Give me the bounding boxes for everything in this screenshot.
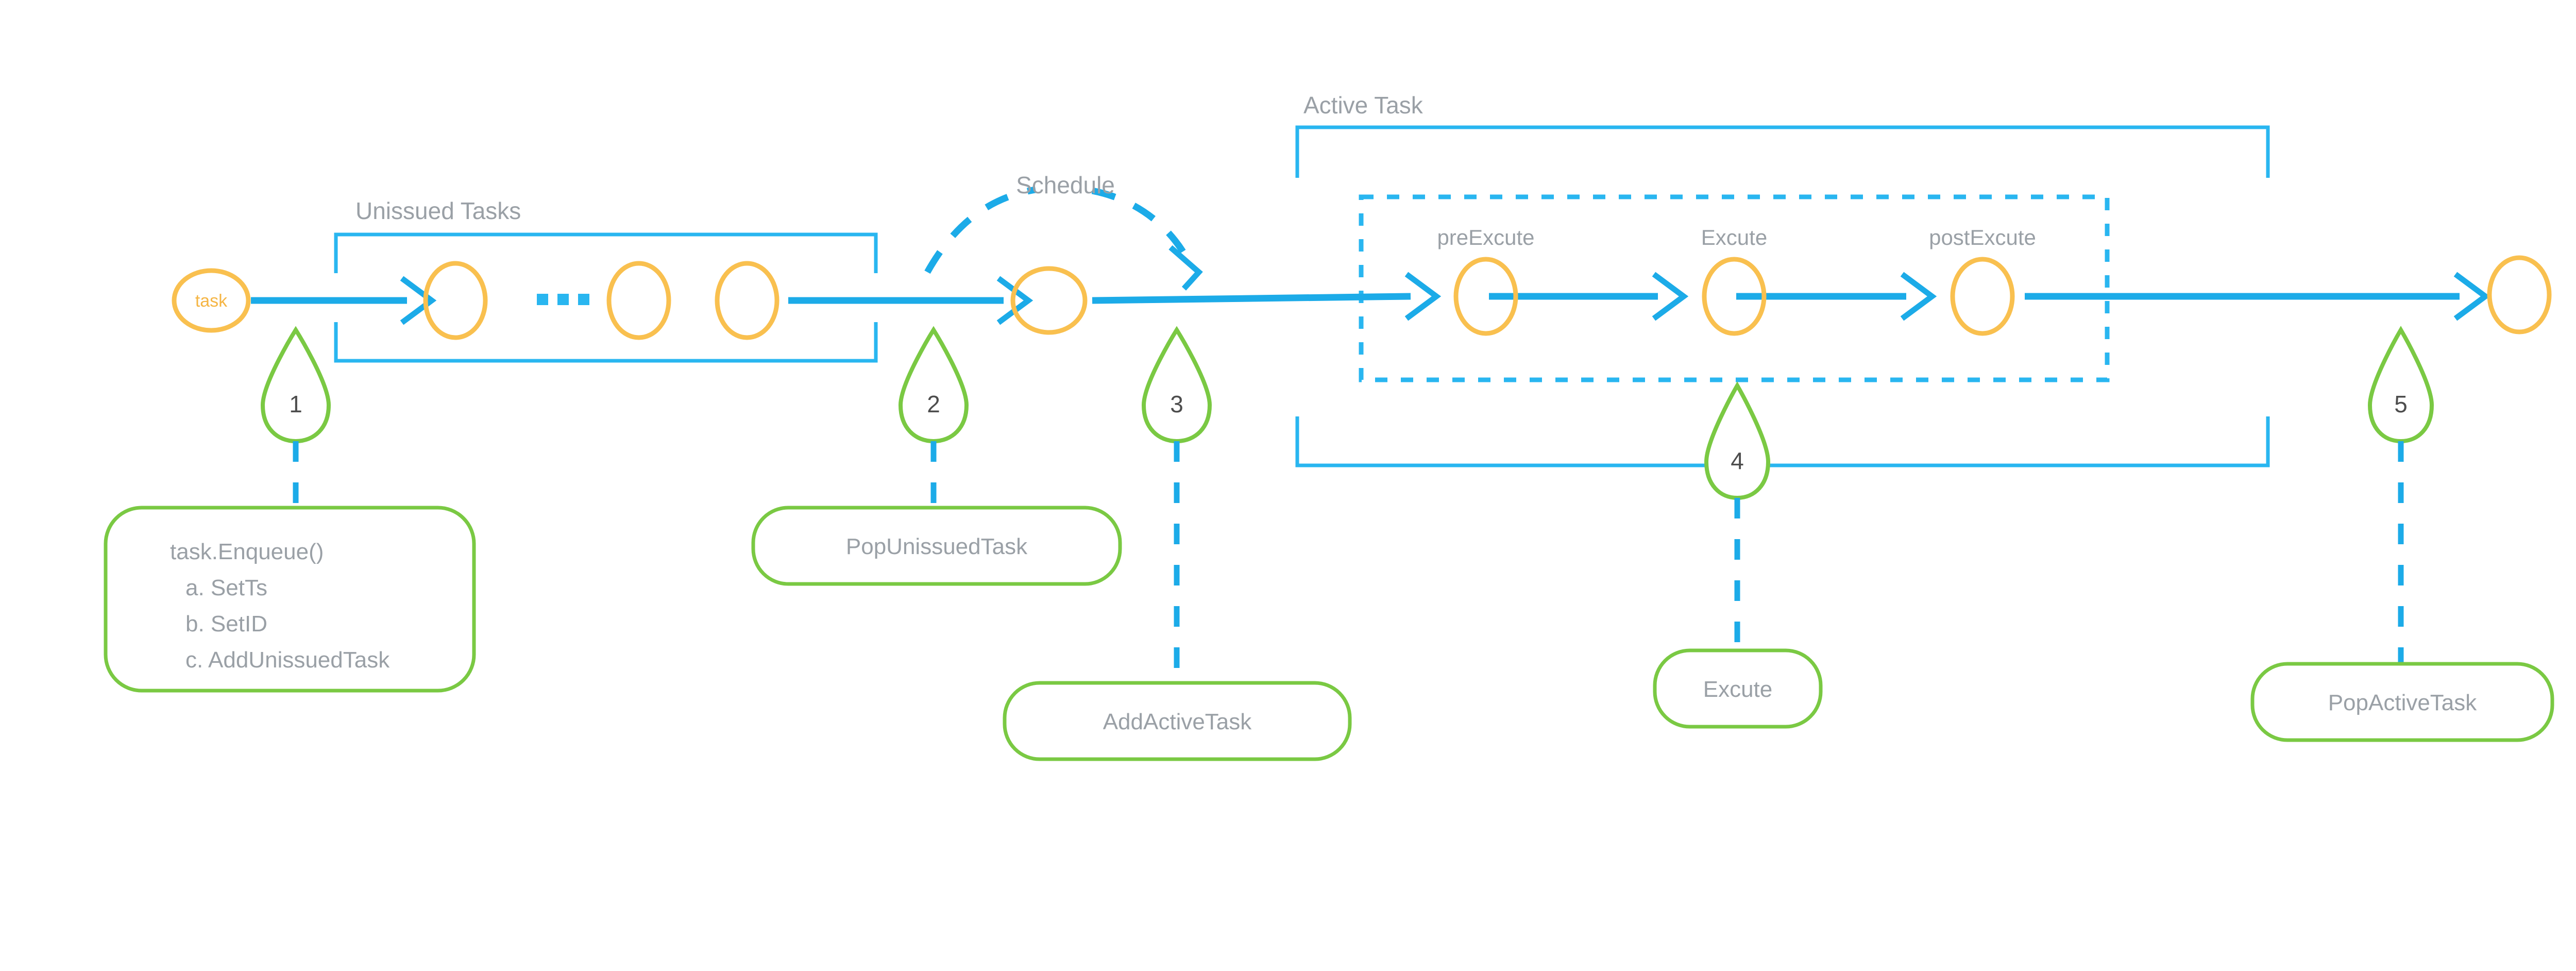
callout-box — [104, 506, 476, 693]
marker-4[interactable]: 4 — [1704, 381, 1771, 649]
queue-ellipsis-icon — [537, 294, 589, 305]
arrow-head-icon — [1652, 272, 1689, 321]
marker-1[interactable]: 1 — [260, 326, 331, 520]
marker-number: 5 — [2394, 391, 2408, 417]
arrow-head-icon — [1168, 245, 1203, 291]
task-nodes — [172, 255, 2552, 340]
marker-2[interactable]: 2 — [898, 326, 969, 508]
callout-line: PopActiveTask — [2328, 690, 2478, 715]
schedule-curve-right — [1091, 187, 1193, 266]
group-bracket-active — [1295, 125, 2270, 467]
bracket-unissued-bottom — [334, 322, 878, 363]
callout-line: task.Enqueue() — [170, 539, 324, 564]
node-task[interactable] — [172, 268, 251, 333]
node-queue-3[interactable] — [715, 261, 779, 340]
callout-pop-unissued[interactable]: PopUnissuedTask — [751, 506, 1122, 586]
callout-line: Excute — [1703, 677, 1773, 702]
marker-number: 2 — [927, 391, 940, 417]
callout-excute[interactable]: Excute — [1653, 648, 1823, 729]
node-preexcute[interactable] — [1453, 257, 1518, 336]
marker-5[interactable]: 5 — [2367, 326, 2434, 665]
node-queue-2[interactable] — [606, 261, 671, 340]
node-postexcute[interactable] — [1950, 257, 2015, 336]
marker-number: 4 — [1731, 447, 1744, 474]
callout-line: c. AddUnissuedTask — [185, 647, 390, 673]
execution-stage-boundary — [1359, 194, 2110, 382]
marker-drop-icon — [2367, 326, 2434, 444]
group-bracket-unissued — [334, 232, 878, 363]
flow-schedule-to-pre — [1092, 293, 1411, 304]
bracket-unissued-top — [334, 232, 878, 273]
callout-line: AddActiveTask — [1103, 709, 1252, 734]
schedule-transition-arc — [924, 186, 1203, 291]
callout-box — [1003, 681, 1352, 761]
callout-line: b. SetID — [185, 611, 267, 637]
marker-number: 3 — [1170, 391, 1183, 417]
callout-enqueue[interactable]: task.Enqueue() a. SetTs b. SetID c. AddU… — [104, 506, 476, 693]
stage-label-postexcute: postExcute — [1929, 225, 2036, 249]
group-label-active: Active Task — [1303, 92, 1423, 119]
node-excute[interactable] — [1702, 257, 1767, 336]
callout-line: a. SetTs — [185, 575, 267, 600]
marker-drop-icon — [260, 326, 331, 444]
bracket-active-top — [1295, 125, 2270, 178]
arrow-head-icon — [1900, 272, 1937, 321]
arrow-head-icon — [996, 276, 1033, 325]
marker-3[interactable]: 3 — [1141, 326, 1212, 680]
callout-pop-active[interactable]: PopActiveTask — [2250, 662, 2554, 742]
marker-drop-icon — [898, 326, 969, 444]
callout-box — [1653, 648, 1823, 729]
callout-add-active[interactable]: AddActiveTask — [1003, 681, 1352, 761]
marker-drop-icon — [1704, 381, 1771, 500]
arrow-head-icon — [400, 276, 437, 325]
marker-drop-icon — [1141, 326, 1212, 444]
bracket-active-bottom — [1295, 416, 2270, 467]
schedule-curve-left — [924, 186, 1037, 274]
stage-label-excute: Excute — [1701, 225, 1767, 249]
node-task-label: task — [195, 291, 228, 311]
node-done[interactable] — [2487, 255, 2552, 334]
callout-box — [2250, 662, 2554, 742]
node-queue-1[interactable] — [423, 261, 488, 340]
group-label-unissued: Unissued Tasks — [355, 197, 521, 224]
node-schedule[interactable] — [1010, 266, 1088, 335]
stage-label-preexcute: preExcute — [1437, 225, 1534, 249]
arrow-head-icon — [1404, 272, 1442, 321]
arrow-head-icon — [2453, 272, 2490, 321]
schedule-label: Schedule — [1016, 172, 1115, 198]
callout-line: PopUnissuedTask — [846, 534, 1028, 559]
marker-number: 1 — [289, 391, 302, 417]
callout-box — [751, 506, 1122, 586]
